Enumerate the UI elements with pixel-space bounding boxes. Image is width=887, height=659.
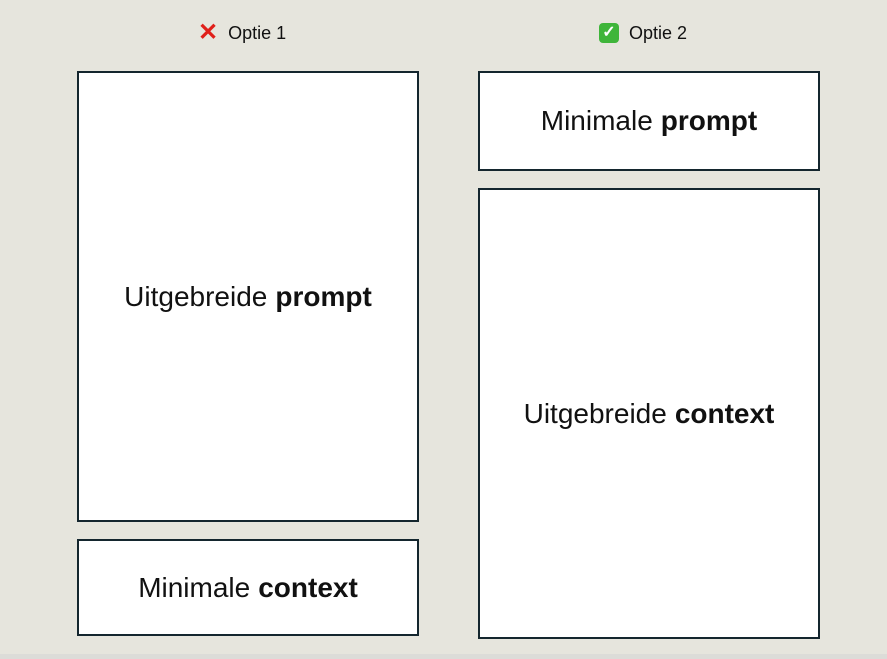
bottom-edge [0,654,887,659]
box-text-normal: Minimale [138,571,251,603]
box-text-bold: prompt [275,280,372,312]
option-1-label: ✕ Optie 1 [198,20,286,46]
box-text-normal: Uitgebreide [124,280,268,312]
option-2-label: ✓ Optie 2 [599,20,687,46]
box-text-normal: Minimale [540,105,653,136]
option-2-prompt-box: Minimale prompt [478,71,820,171]
check-mark-button-icon: ✓ [599,23,619,43]
box-text-bold: context [258,571,358,603]
option-2-title: Optie 2 [629,22,688,43]
box-text-bold: prompt [660,105,758,136]
cross-mark-icon: ✕ [198,19,219,46]
box-text-normal: Uitgebreide [523,397,667,429]
option-1-prompt-box: Uitgebreide prompt [77,71,419,522]
box-text-bold: context [674,397,775,429]
option-1-context-box: Minimale context [77,539,419,636]
option-1-title: Optie 1 [228,22,287,43]
option-2-context-box: Uitgebreide context [478,188,820,639]
